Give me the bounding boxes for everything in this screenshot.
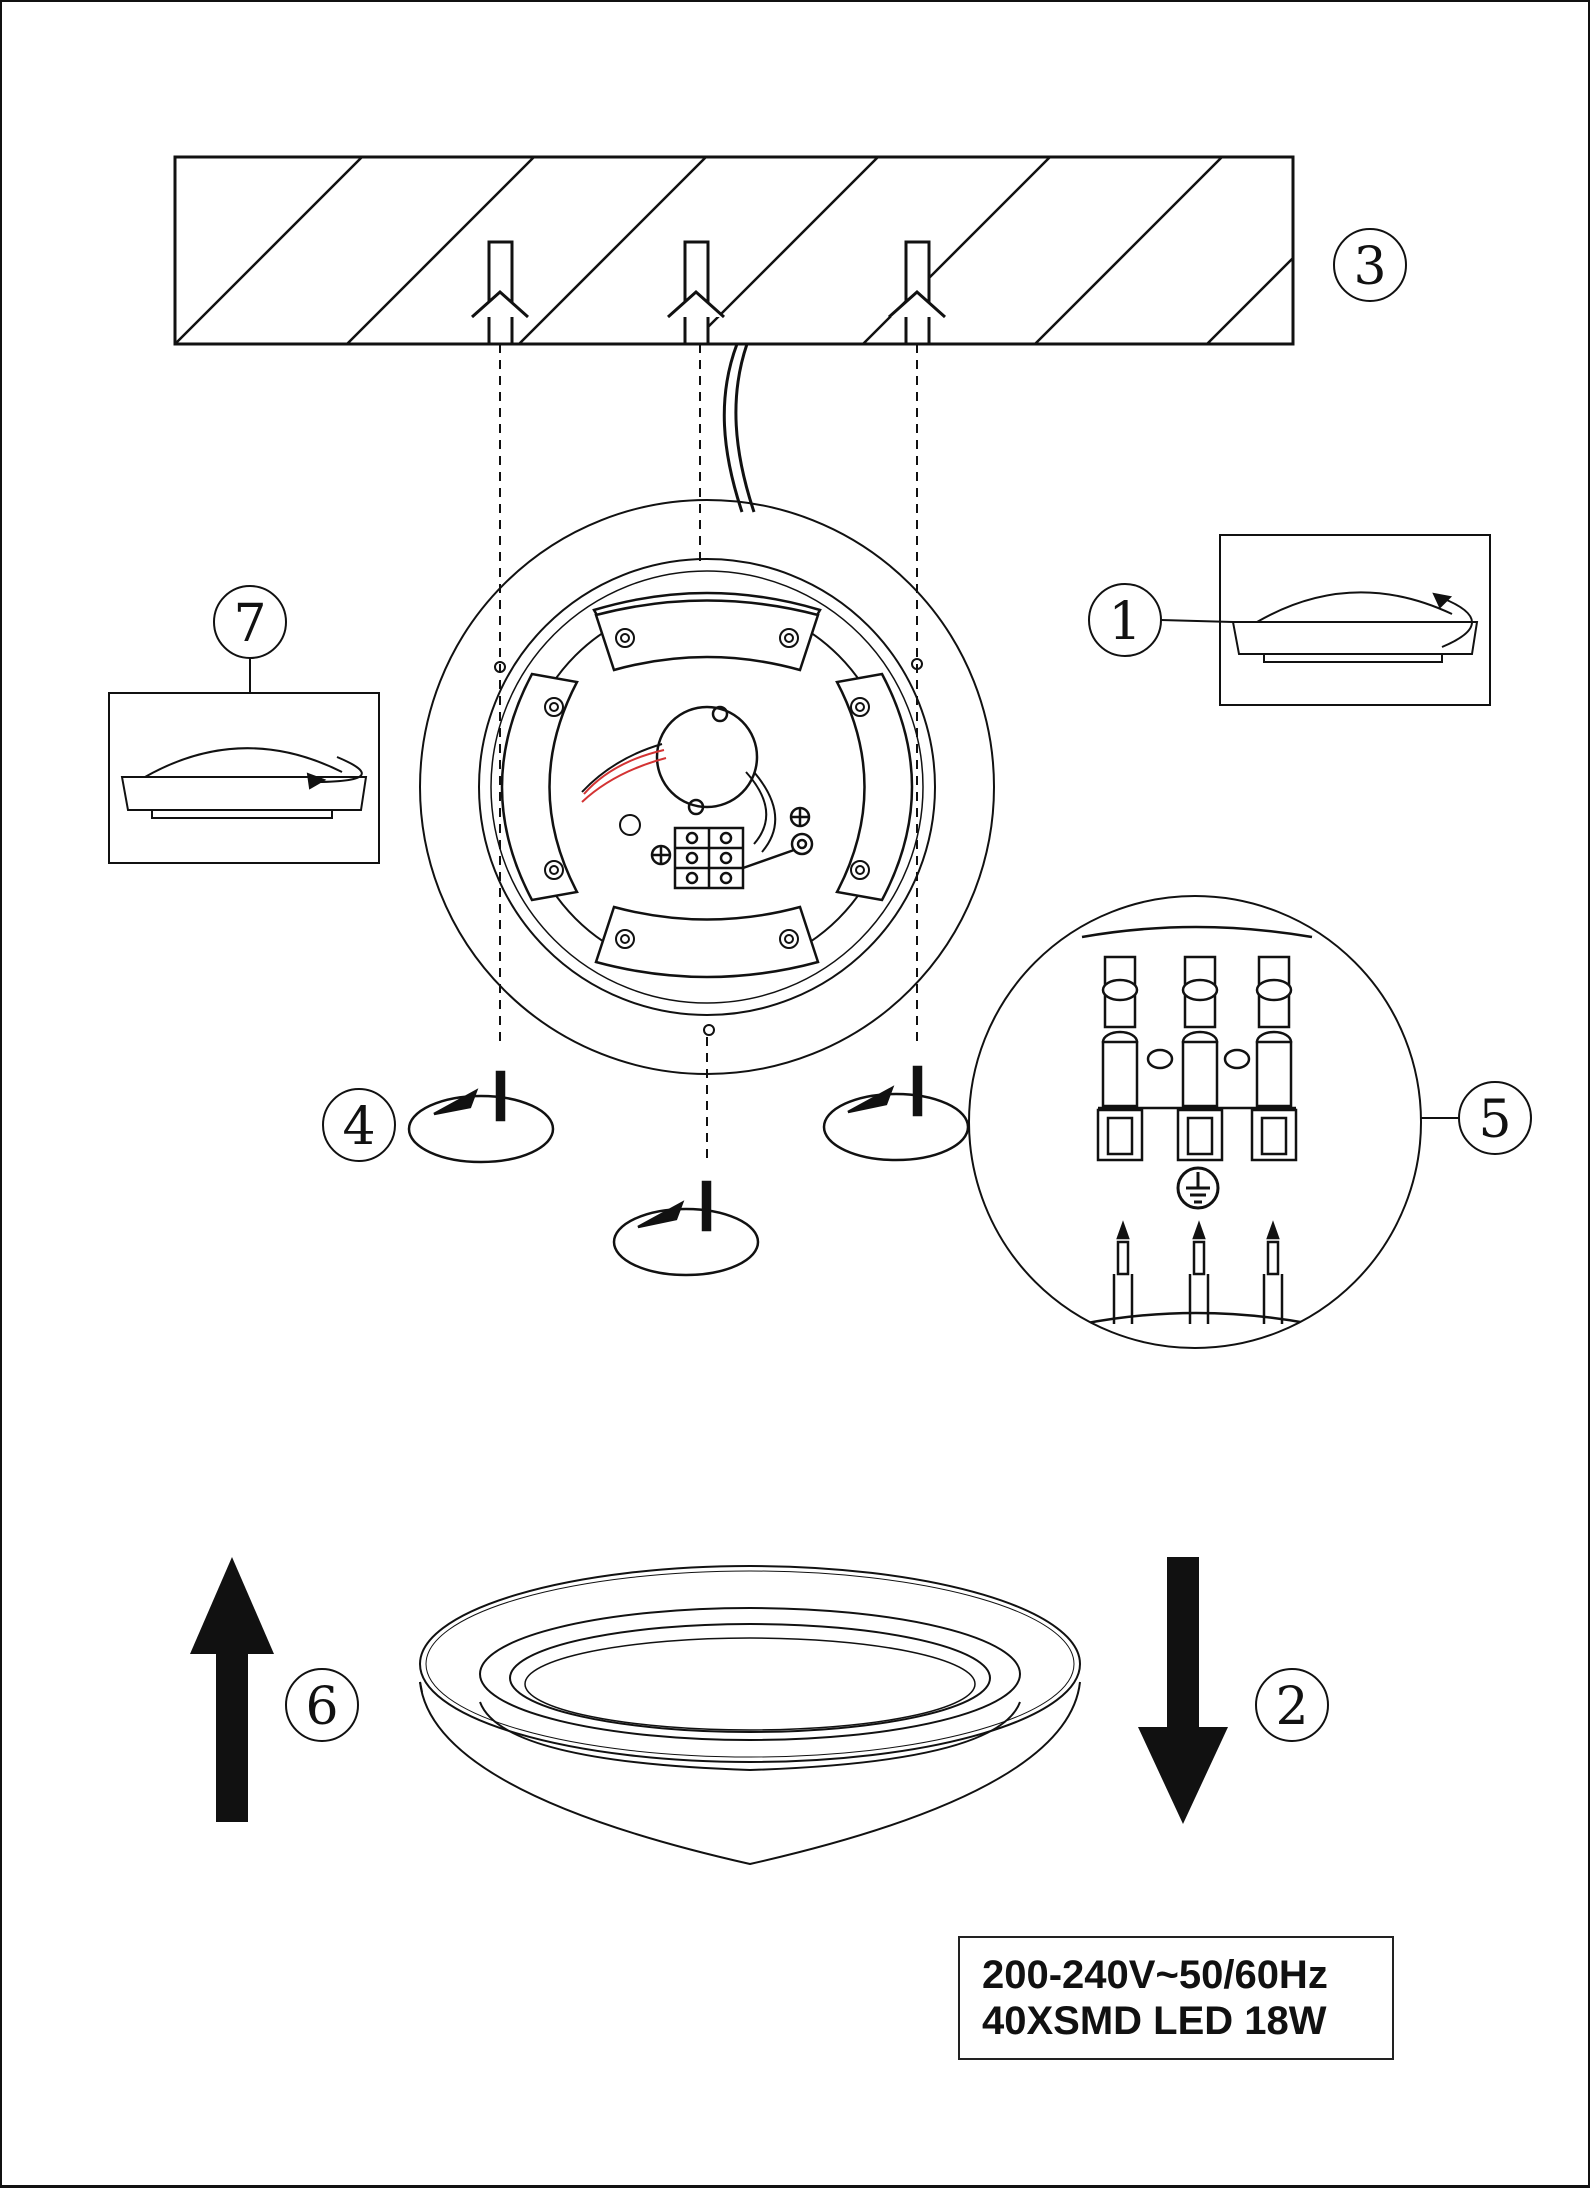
earth-ground-icon xyxy=(1178,1168,1218,1208)
callout-step-6: 6 xyxy=(286,1669,358,1741)
supply-cable xyxy=(724,344,754,512)
callout-step-3: 3 xyxy=(1334,229,1406,301)
earth-screw xyxy=(743,834,812,868)
step-4-label: 4 xyxy=(342,1097,375,1157)
led-module-top xyxy=(594,593,820,670)
step-3-label: 3 xyxy=(1353,237,1386,297)
wiring-detail xyxy=(969,896,1421,1348)
incoming-wire-1 xyxy=(1114,1224,1132,1324)
inset-remove-diffuser xyxy=(1220,535,1490,705)
callout-step-7: 7 xyxy=(214,586,286,658)
screw-center xyxy=(614,1182,758,1275)
inset-refit-diffuser xyxy=(109,657,379,863)
incoming-wire-3 xyxy=(1264,1224,1282,1324)
terminal-unit-3 xyxy=(1252,957,1296,1160)
led-module-bottom xyxy=(596,907,818,977)
led-module-left xyxy=(502,674,577,900)
terminal-unit-1 xyxy=(1098,957,1142,1160)
terminal-block xyxy=(675,828,743,888)
callout-step-4: 4 xyxy=(323,1089,395,1161)
base-side-view xyxy=(420,1566,1080,1864)
arrow-down-icon xyxy=(1138,1557,1228,1824)
driver-hub xyxy=(620,707,757,835)
wall-plug-left xyxy=(472,242,528,344)
step-5-label: 5 xyxy=(1478,1090,1511,1150)
wall-plug-center xyxy=(668,242,724,344)
callout-step-2: 2 xyxy=(1256,1669,1328,1741)
step-6-label: 6 xyxy=(305,1677,338,1737)
led-module-right xyxy=(837,674,912,900)
led-spec: 40XSMD LED 18W xyxy=(982,1998,1392,2044)
terminal-unit-2 xyxy=(1178,957,1222,1160)
arrow-up-icon xyxy=(190,1557,274,1822)
incoming-wire-2 xyxy=(1190,1224,1208,1324)
wall-plug-right xyxy=(889,242,945,344)
step-2-label: 2 xyxy=(1275,1677,1308,1737)
screw-right xyxy=(824,1067,968,1160)
ceiling-block xyxy=(175,157,1394,344)
internal-wires xyxy=(582,750,666,802)
spec-label-box: 200-240V~50/60Hz 40XSMD LED 18W xyxy=(958,1936,1394,2060)
callout-step-1: 1 xyxy=(1089,584,1233,656)
callout-step-5: 5 xyxy=(1421,1082,1531,1154)
base-plate xyxy=(420,500,994,1074)
step-1-label: 1 xyxy=(1108,592,1141,652)
step-7-label: 7 xyxy=(233,594,266,654)
voltage-spec: 200-240V~50/60Hz xyxy=(982,1952,1392,1998)
screw-left xyxy=(409,1072,553,1162)
